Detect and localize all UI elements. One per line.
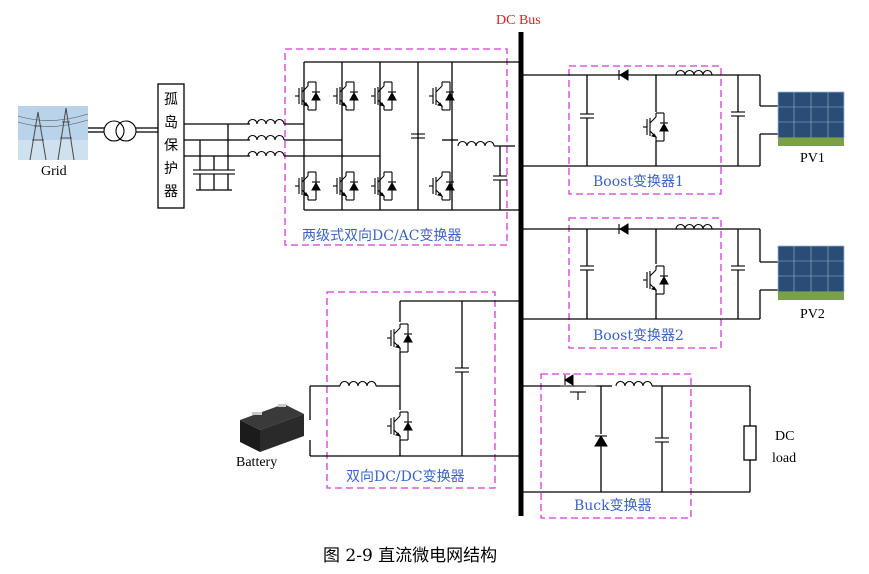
boost2-box	[568, 217, 722, 349]
island-protection-char: 护	[164, 161, 178, 177]
ac-inductor-b	[247, 134, 285, 141]
buck-box	[540, 373, 692, 519]
dc-bus-label: DC Bus	[496, 13, 541, 28]
boost1-label: Boost变换器1	[593, 173, 684, 190]
battery-icon	[240, 404, 304, 452]
buck-switch-icon	[560, 374, 596, 400]
grid-label: Grid	[41, 164, 67, 179]
battery-label: Battery	[236, 455, 277, 470]
pv2-label: PV2	[800, 307, 825, 322]
dc-load-label-2: load	[772, 451, 796, 466]
dc-load-resistor	[743, 425, 757, 461]
ac-inductor-c	[247, 150, 285, 157]
dcac-converter-box	[284, 48, 508, 246]
pv1-label: PV1	[800, 151, 825, 166]
island-protection-char: 保	[164, 138, 178, 154]
transformer-icon	[103, 120, 137, 142]
bidir-dcdc-box	[326, 291, 496, 489]
island-protection-char: 器	[164, 184, 178, 200]
island-protection-char: 孤	[164, 92, 178, 108]
boost2-label: Boost变换器2	[593, 327, 684, 344]
dc-load-label-1: DC	[775, 429, 794, 444]
dcac-converter-label: 两级式双向DC/AC变换器	[302, 227, 461, 244]
buck-label: Buck变换器	[574, 497, 652, 514]
pv2-panel-icon	[777, 245, 845, 301]
boost1-box	[568, 65, 722, 195]
ac-inductor-a	[247, 118, 285, 125]
island-protection-char: 岛	[164, 115, 178, 131]
figure-caption: 图 2-9 直流微电网结构	[323, 546, 497, 566]
island-protection-box	[157, 83, 185, 209]
pv1-panel-icon	[777, 91, 845, 147]
grid-icon	[17, 106, 89, 161]
bidir-dcdc-label: 双向DC/DC变换器	[346, 468, 465, 485]
